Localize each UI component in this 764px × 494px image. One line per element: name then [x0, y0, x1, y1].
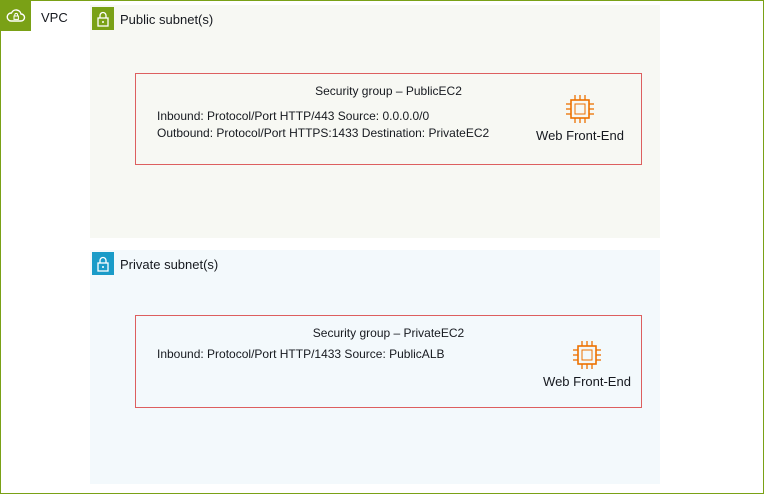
security-group-title: Security group – PrivateEC2 — [312, 326, 465, 340]
ec2-instance-label: Web Front-End — [536, 128, 624, 143]
inbound-rule: Inbound: Protocol/Port HTTP/443 Source: … — [157, 109, 430, 123]
ec2-instance-private: Web Front-End — [537, 340, 637, 389]
lock-icon — [92, 7, 114, 30]
vpc-label: VPC — [41, 10, 68, 25]
security-group-title: Security group – PublicEC2 — [315, 84, 462, 98]
ec2-instance-public: Web Front-End — [530, 94, 630, 143]
ec2-instance-label: Web Front-End — [543, 374, 631, 389]
private-subnet: Private subnet(s) — [90, 250, 660, 484]
cloud-lock-icon — [1, 1, 31, 31]
public-subnet: Public subnet(s) — [90, 5, 660, 238]
inbound-rule: Inbound: Protocol/Port HTTP/1433 Source:… — [157, 347, 445, 361]
outbound-rule: Outbound: Protocol/Port HTTPS:1433 Desti… — [157, 126, 490, 140]
public-subnet-label: Public subnet(s) — [120, 12, 214, 27]
security-group-public: Security group – PublicEC2 Inbound: Prot… — [135, 73, 642, 165]
private-subnet-label: Private subnet(s) — [120, 257, 219, 272]
ec2-instance-icon — [566, 95, 594, 123]
security-group-private: Security group – PrivateEC2 Inbound: Pro… — [135, 315, 642, 408]
ec2-instance-icon — [573, 341, 601, 369]
lock-icon — [92, 252, 114, 275]
